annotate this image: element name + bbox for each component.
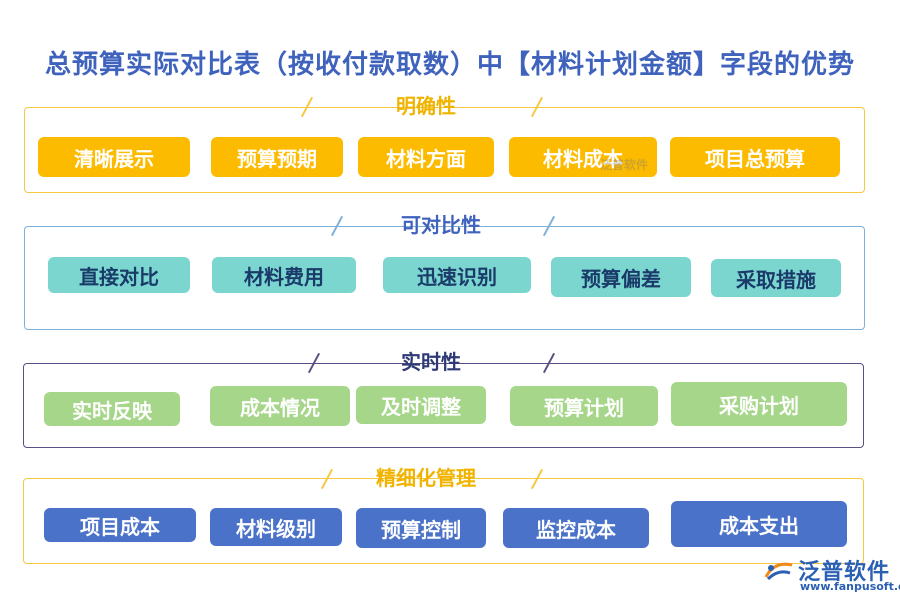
section-label-4: 精细化管理	[376, 466, 476, 490]
section-box-1	[24, 107, 865, 193]
section-2-item-1: 直接对比	[48, 257, 190, 293]
section-box-2	[24, 226, 865, 330]
section-1-item-4: 材料成本	[509, 137, 657, 177]
section-label-1: 明确性	[396, 94, 456, 118]
section-3-item-5: 采购计划	[671, 382, 847, 426]
section-label-2: 可对比性	[401, 213, 481, 237]
watermark: 泛普软件	[600, 158, 649, 172]
fanpu-logo-icon	[764, 562, 793, 581]
section-1-item-5: 项目总预算	[670, 137, 840, 177]
brand-logo: 泛普软件	[764, 554, 890, 586]
section-1-item-2: 预算预期	[211, 137, 343, 177]
section-2-item-2: 材料费用	[212, 257, 356, 293]
section-3-item-4: 预算计划	[510, 386, 658, 426]
section-3-item-3: 及时调整	[356, 386, 486, 424]
section-3-item-1: 实时反映	[44, 392, 180, 426]
section-3-item-2: 成本情况	[210, 386, 350, 426]
section-label-3: 实时性	[401, 350, 461, 374]
section-4-item-1: 项目成本	[44, 508, 196, 542]
logo-name: 泛普软件	[798, 560, 891, 585]
section-4-item-4: 监控成本	[503, 508, 649, 548]
section-1-item-3: 材料方面	[358, 137, 494, 177]
section-2-item-3: 迅速识别	[383, 257, 531, 293]
section-4-item-5: 成本支出	[671, 501, 847, 547]
section-2-item-5: 采取措施	[711, 259, 841, 297]
section-4-item-3: 预算控制	[356, 508, 486, 548]
section-2-item-4: 预算偏差	[551, 257, 691, 297]
page-title: 总预算实际对比表（按收付款取数）中【材料计划金额】字段的优势	[44, 50, 855, 80]
section-1-item-1: 清晰展示	[38, 137, 190, 177]
section-4-item-2: 材料级别	[210, 508, 342, 546]
section-box-4	[23, 478, 864, 564]
section-box-3	[23, 363, 864, 448]
logo-url: www.fanpusoft.com	[800, 580, 900, 593]
